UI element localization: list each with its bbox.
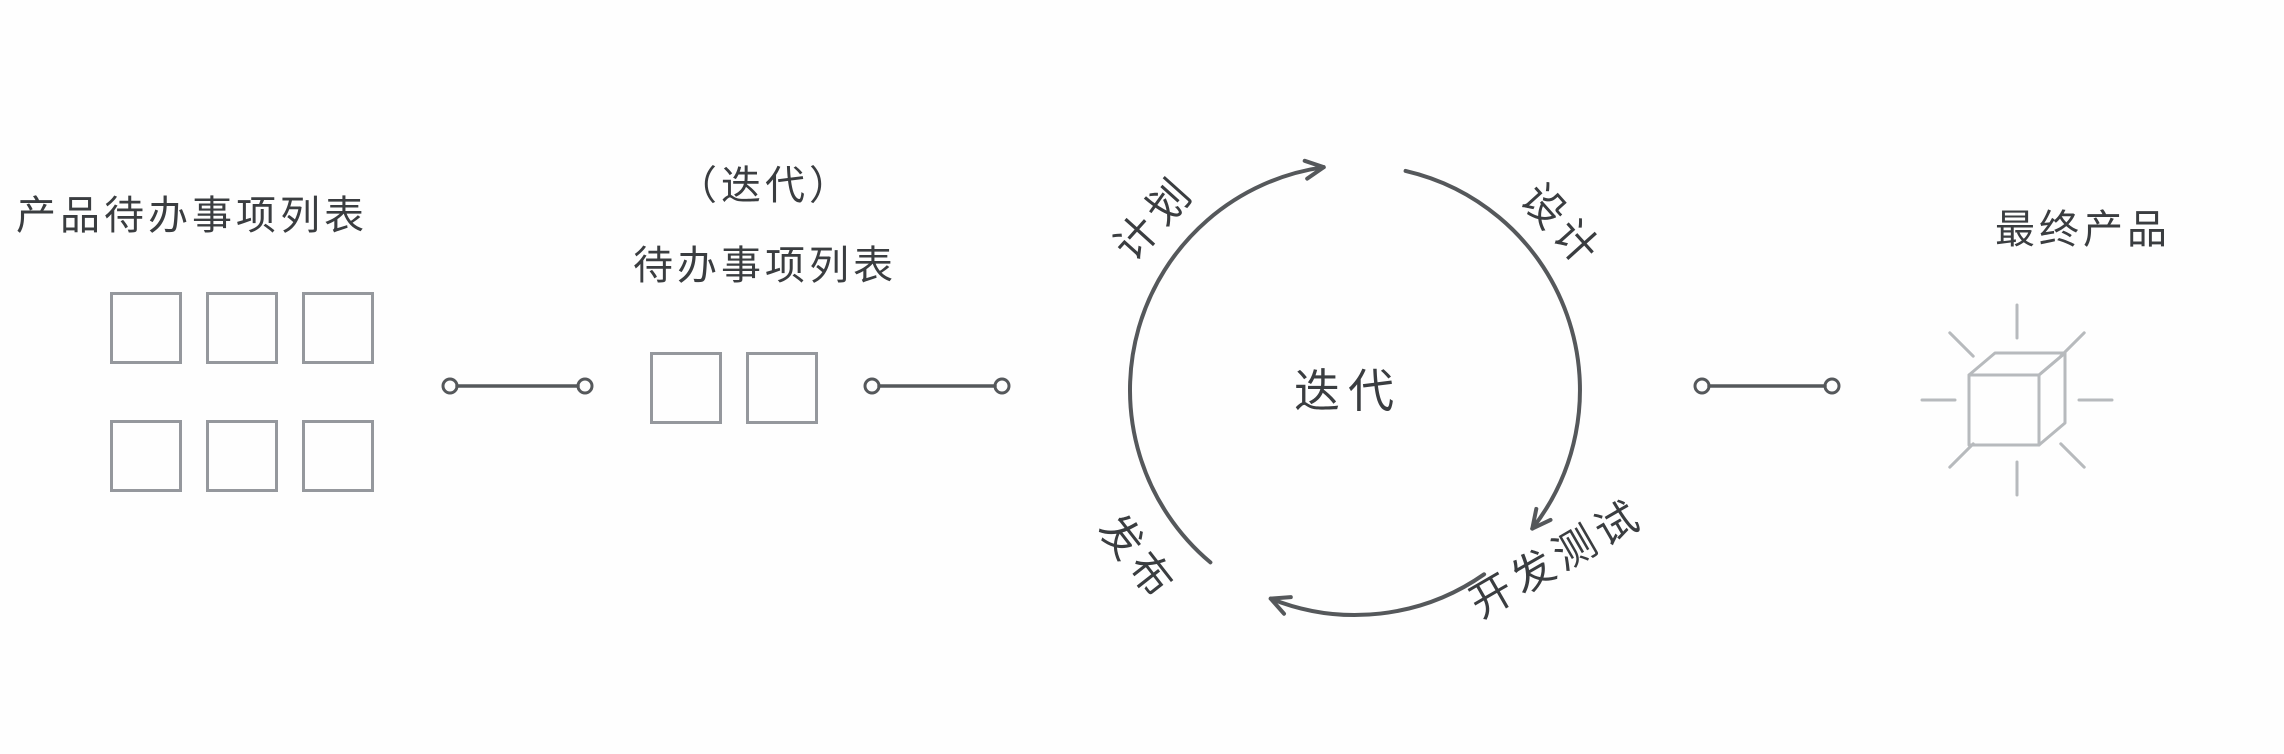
arrowhead-bottom (1268, 595, 1293, 616)
product-backlog-grid (110, 292, 374, 492)
backlog-item-box (302, 420, 374, 492)
sprint-backlog-boxes (650, 352, 818, 424)
sprint-backlog-title-line1: （迭代） (677, 163, 853, 209)
iteration-cycle-arrows (1127, 158, 1582, 617)
backlog-item-box (746, 352, 818, 424)
connector-line (1693, 377, 1841, 395)
backlog-item-box (302, 292, 374, 364)
arrowhead-top (1302, 158, 1326, 181)
backlog-item-box (110, 420, 182, 492)
backlog-item-box (206, 420, 278, 492)
sprint-backlog-title-line2: 待办事项列表 (633, 243, 897, 289)
iteration-center-label: 迭代 (1294, 364, 1402, 418)
backlog-item-box (110, 292, 182, 364)
final-product-title: 最终产品 (1995, 207, 2171, 253)
connector-line (863, 377, 1011, 395)
backlog-item-box (650, 352, 722, 424)
shining-cube-icon (1920, 303, 2114, 497)
connector-line (441, 377, 594, 395)
backlog-item-box (206, 292, 278, 364)
arrowhead-right (1530, 506, 1553, 531)
product-backlog-title: 产品待办事项列表 (16, 193, 368, 239)
